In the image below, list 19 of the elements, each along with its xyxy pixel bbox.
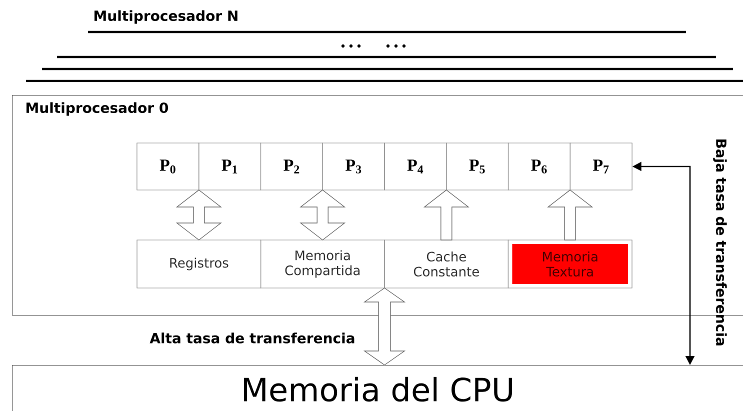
processor-cell: P$_{2}$ (260, 142, 323, 190)
processor-cell: P$_{7}$ (570, 142, 632, 190)
memory-box: Memoria del CPU (12, 365, 743, 411)
processor-cell: P$_{6}$ (508, 142, 570, 190)
heading: Multiprocesador N (94, 10, 238, 24)
processor-cell: P$_{1}$ (198, 142, 262, 190)
processor-cell: P$_{0}$ (136, 142, 200, 190)
block-arrow (363, 288, 406, 366)
block-arrow (300, 190, 346, 240)
edge-label: Alta tasa de transferencia (150, 332, 354, 344)
memory-cell: Cache Constante (384, 240, 508, 288)
memory-cell: Memoria Compartida (260, 240, 385, 288)
edge-label: Baja tasa de transferencia (713, 139, 727, 346)
processor-cell: P$_{4}$ (384, 142, 447, 190)
memory-cell: Registros (136, 240, 262, 288)
processor-cell: P$_{5}$ (446, 142, 509, 190)
processor-cell: P$_{3}$ (322, 142, 385, 190)
block-arrow (176, 190, 222, 240)
memory-cell: Memoria Textura (508, 240, 632, 288)
